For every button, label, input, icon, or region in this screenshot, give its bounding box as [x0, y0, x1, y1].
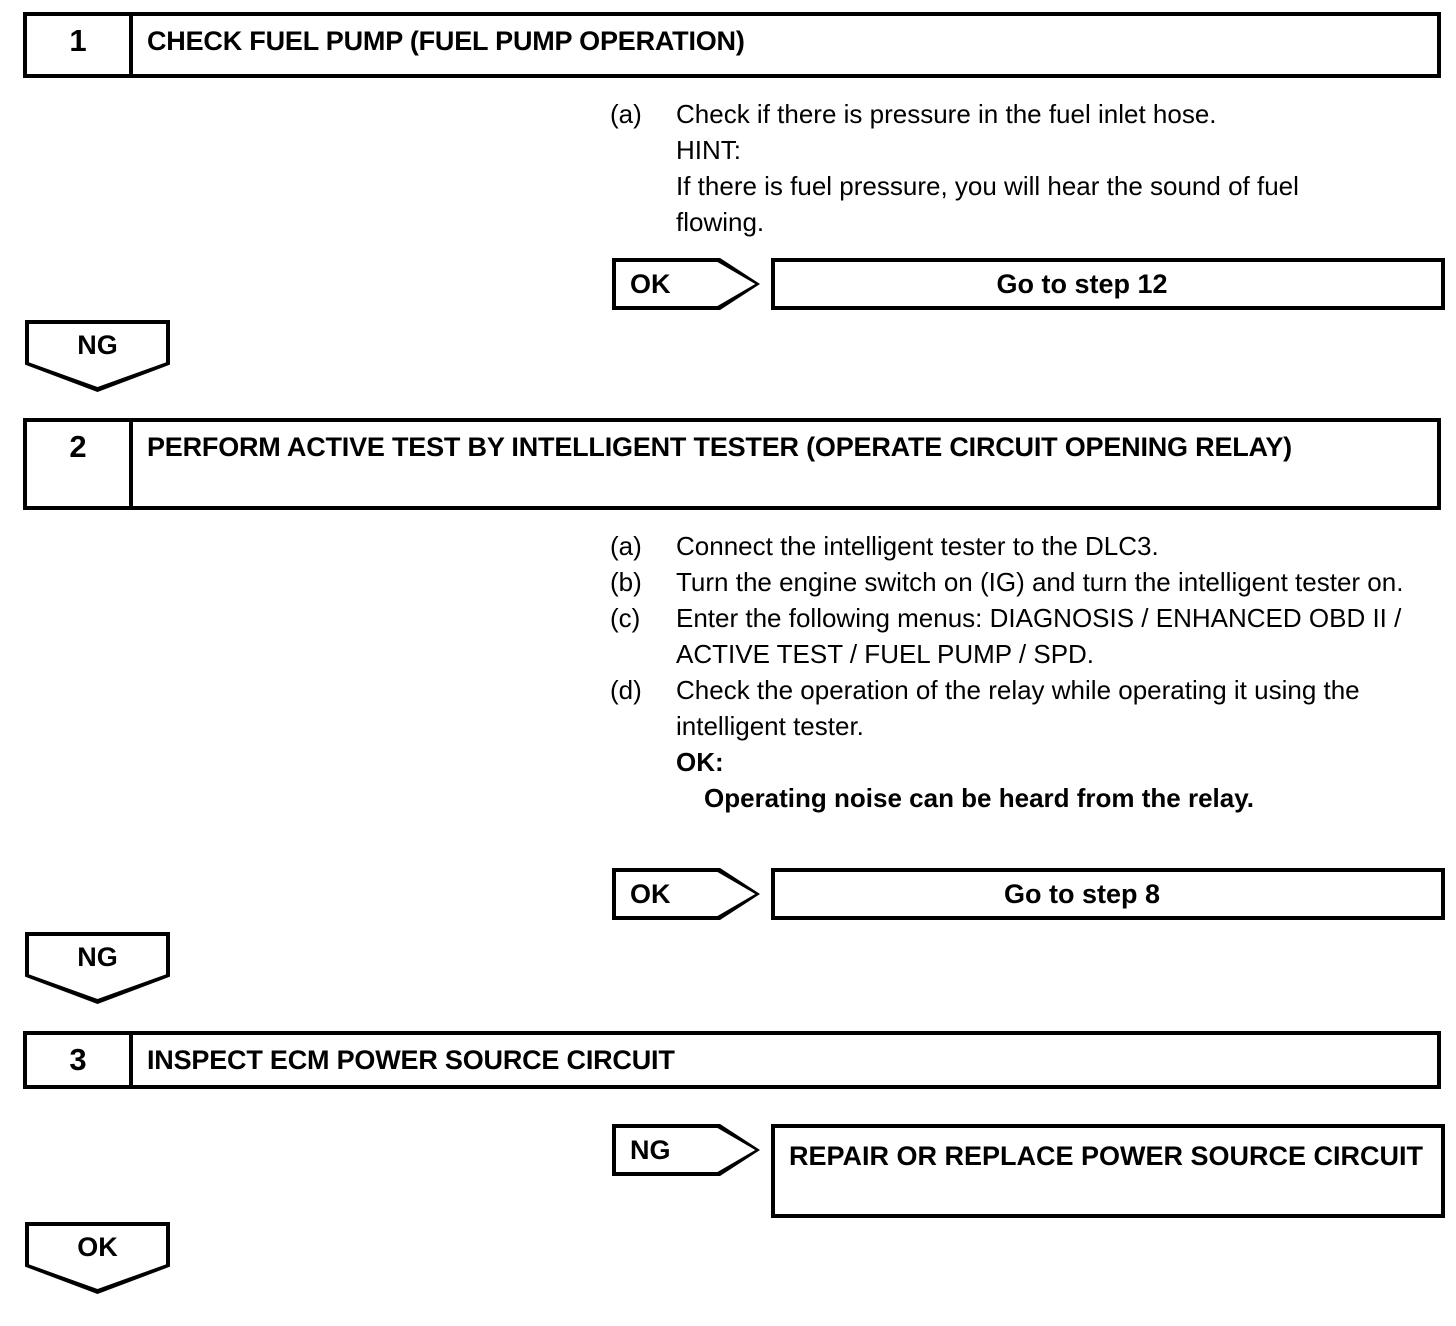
- instruction-text: Turn the engine switch on (IG) and turn …: [676, 567, 1404, 597]
- instruction-text: Check the operation of the relay while o…: [676, 675, 1360, 741]
- connector-label: NG: [77, 330, 118, 360]
- instruction-label: (b): [610, 567, 642, 597]
- instruction-item: (a) Check if there is pressure in the fu…: [610, 96, 1440, 132]
- step-result-3: NG REPAIR OR REPLACE POWER SOURCE CIRCUI…: [612, 1124, 1445, 1218]
- step-title-3: INSPECT ECM POWER SOURCE CIRCUIT: [147, 1045, 675, 1075]
- result-tag-ok[interactable]: OK: [612, 868, 760, 920]
- step-number-2: 2: [27, 422, 133, 506]
- step-body-1: (a) Check if there is pressure in the fu…: [610, 96, 1440, 240]
- step-number-1: 1: [27, 16, 133, 74]
- instruction-subline: If there is fuel pressure, you will hear…: [676, 171, 1299, 201]
- step-title-1: CHECK FUEL PUMP (FUEL PUMP OPERATION): [147, 26, 745, 56]
- result-box-label: Go to step 8: [1003, 878, 1160, 909]
- instruction-subline: flowing.: [676, 207, 765, 237]
- instruction-item: (c) Enter the following menus: DIAGNOSIS…: [610, 600, 1450, 672]
- connector-ng-step2: NG: [25, 932, 170, 1004]
- step-header-2: 2 PERFORM ACTIVE TEST BY INTELLIGENT TES…: [23, 418, 1441, 510]
- instruction-text: Connect the intelligent tester to the DL…: [676, 531, 1159, 561]
- result-box-label: REPAIR OR REPLACE POWER SOURCE CIRCUIT: [789, 1141, 1424, 1171]
- instruction-text: Enter the following menus: DIAGNOSIS / E…: [676, 603, 1402, 669]
- connector-ok-step3: OK: [25, 1222, 170, 1294]
- instruction-item: (b) Turn the engine switch on (IG) and t…: [610, 564, 1450, 600]
- result-tag-label: NG: [630, 1134, 671, 1165]
- instruction-subline: HINT:: [676, 135, 741, 165]
- instruction-text: Check if there is pressure in the fuel i…: [676, 99, 1217, 129]
- result-box-repair[interactable]: REPAIR OR REPLACE POWER SOURCE CIRCUIT: [771, 1124, 1445, 1218]
- ok-criteria-text: Operating noise can be heard from the re…: [704, 783, 1254, 813]
- step-header-1: 1 CHECK FUEL PUMP (FUEL PUMP OPERATION): [23, 12, 1441, 78]
- instruction-label: (d): [610, 675, 642, 705]
- instruction-label: (a): [610, 99, 642, 129]
- result-box-label: Go to step 12: [996, 268, 1168, 299]
- step-title-2: PERFORM ACTIVE TEST BY INTELLIGENT TESTE…: [147, 432, 1292, 462]
- result-box-goto[interactable]: Go to step 12: [771, 258, 1445, 310]
- instruction-item: (a) Connect the intelligent tester to th…: [610, 528, 1450, 564]
- step-body-2: (a) Connect the intelligent tester to th…: [610, 528, 1450, 816]
- connector-label: NG: [77, 942, 118, 972]
- step-result-2: OK Go to step 8: [612, 868, 1445, 920]
- step-number-3: 3: [27, 1035, 133, 1085]
- instruction-item: (d) Check the operation of the relay whi…: [610, 672, 1450, 744]
- connector-ng-step1: NG: [25, 320, 170, 392]
- connector-label: OK: [77, 1232, 118, 1262]
- result-tag-label: OK: [630, 268, 671, 299]
- instruction-label: (c): [610, 603, 641, 633]
- step-result-1: OK Go to step 12: [612, 258, 1445, 310]
- ok-criteria-label: OK:: [676, 747, 724, 777]
- result-box-goto[interactable]: Go to step 8: [771, 868, 1445, 920]
- step-header-3: 3 INSPECT ECM POWER SOURCE CIRCUIT: [23, 1031, 1441, 1089]
- result-tag-label: OK: [630, 878, 671, 909]
- instruction-label: (a): [610, 531, 642, 561]
- result-tag-ng[interactable]: NG: [612, 1124, 760, 1176]
- result-tag-ok[interactable]: OK: [612, 258, 760, 310]
